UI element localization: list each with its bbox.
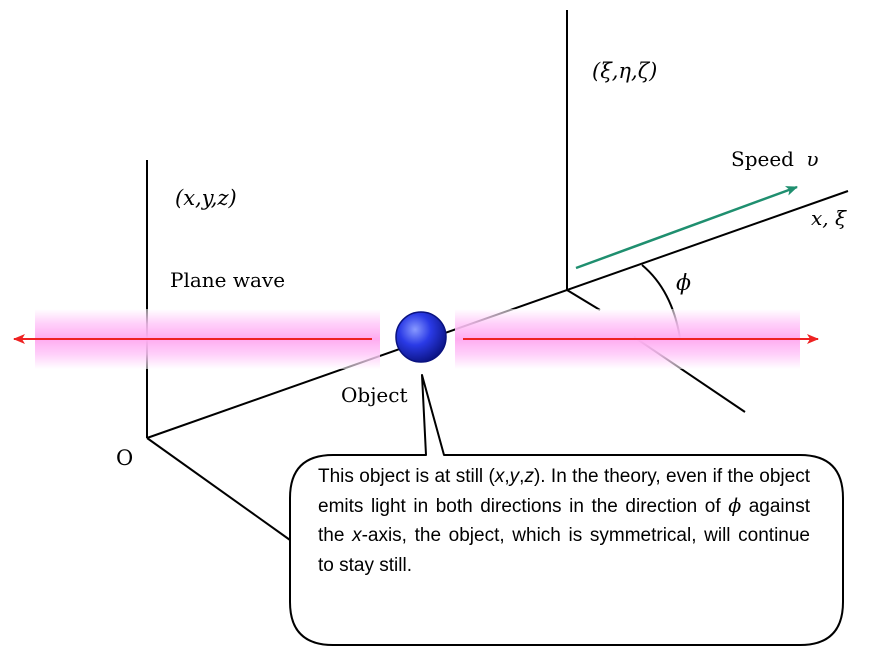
y-axis-line [146,437,291,541]
callout-text: This object is at still (x,y,z). In the … [318,466,810,576]
x-xi-axis-label: x, ξ [811,206,847,230]
object-sphere-icon [395,311,447,363]
angle-phi-label: ϕ [676,271,691,296]
speed-symbol: υ [806,147,818,171]
eta-axis-line [566,289,601,311]
origin-label: O [116,446,133,470]
plane-wave-label: Plane wave [170,268,285,292]
speed-arrow [575,185,798,270]
object-label: Object [341,383,407,407]
stationary-frame-label: (x,y,z) [175,186,237,210]
speed-text: Speed [731,147,794,171]
speed-label: Speed υ [731,147,819,171]
callout-box [289,374,844,646]
callout-phi-symbol: ϕ [728,494,742,517]
moving-frame-label: (ξ,η,ζ) [592,59,657,83]
